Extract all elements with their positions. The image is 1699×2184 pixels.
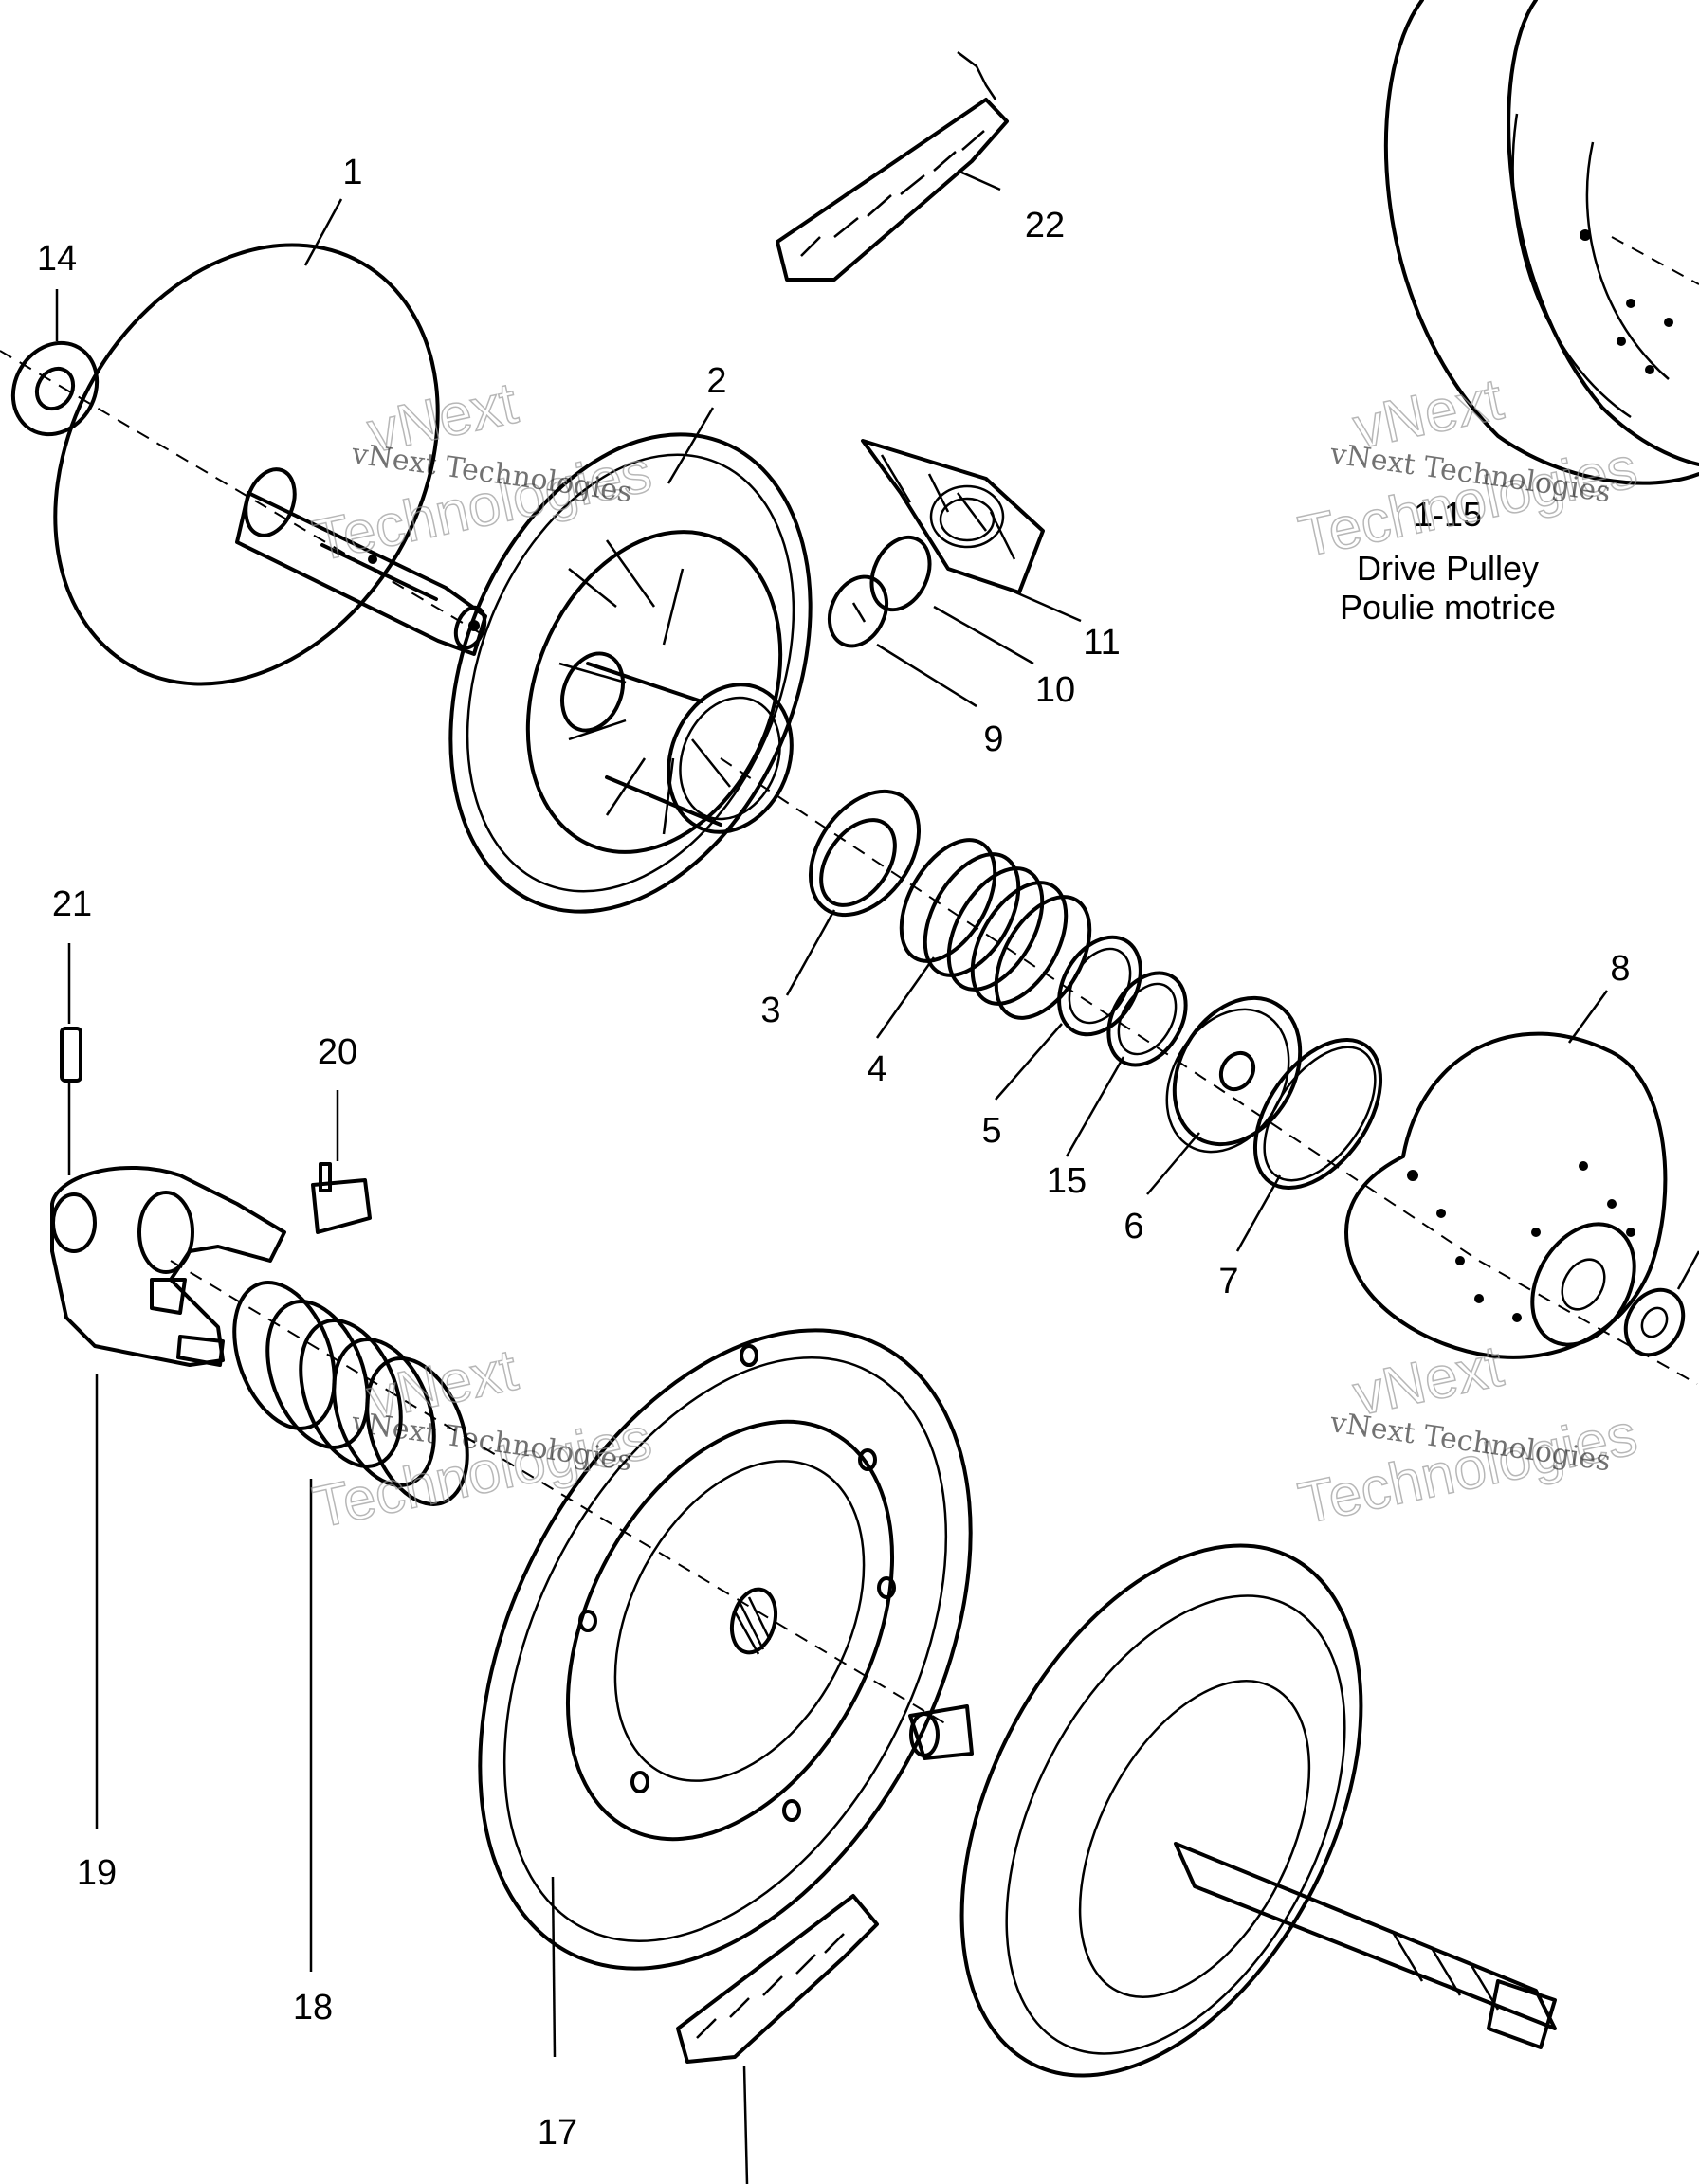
title-english: Drive Pulley (1357, 549, 1539, 588)
part-2-movable-sheave (448, 432, 813, 914)
part-22-slider-strip-lower (676, 1894, 879, 2064)
part-8-washer (1623, 1287, 1686, 1357)
callout-17: 17 (538, 2113, 577, 2153)
callout-19: 19 (77, 1853, 117, 1893)
title-french: Poulie motrice (1340, 588, 1556, 627)
part-20-slider (311, 1162, 372, 1234)
callout-3: 3 (760, 991, 780, 1030)
part-3-seal (808, 789, 922, 918)
callout-15: 15 (1047, 1161, 1087, 1201)
assembled-drive-pulley-illustration (1384, 0, 1699, 485)
assembly-axis-lines (0, 236, 1699, 1726)
part-11-cover (861, 439, 1045, 594)
title-range: 1-15 (1414, 495, 1482, 534)
callout-10: 10 (1035, 670, 1075, 710)
part-19-spider (50, 1166, 286, 1367)
part-17-pulley-shaft (908, 1543, 1557, 2078)
callout-22: 22 (1025, 206, 1065, 246)
part-21-pin (60, 1027, 82, 1083)
diagram-title-block: 1-15 Drive Pulley Poulie motrice (1340, 495, 1556, 627)
callout-7: 7 (1218, 1262, 1238, 1301)
callout-8: 8 (1610, 949, 1630, 989)
callout-1: 1 (342, 153, 362, 192)
callout-labels: 1 2 3 4 5 6 7 8 9 10 11 14 15 17 18 19 2… (37, 153, 1631, 2153)
callout-5: 5 (981, 1111, 1001, 1151)
callout-11: 11 (1083, 623, 1120, 663)
part-9-cap (827, 574, 889, 648)
callout-14: 14 (37, 239, 77, 279)
callout-18: 18 (293, 1988, 333, 2028)
leader-lines (55, 169, 1699, 2184)
part-14-washer (10, 340, 100, 437)
part-22-slider-strip (776, 51, 1009, 282)
callout-21: 21 (52, 884, 92, 924)
part-5-washer (1057, 935, 1142, 1037)
part-18-spring (232, 1281, 469, 1506)
part-10-disc (869, 535, 932, 612)
part-15-washer (1106, 971, 1188, 1067)
callout-9: 9 (983, 719, 1003, 759)
part-7-ring (1252, 1037, 1383, 1191)
callout-20: 20 (318, 1032, 357, 1072)
callout-2: 2 (706, 361, 726, 401)
callout-4: 4 (867, 1049, 886, 1089)
part-1-fixed-sheave (53, 243, 487, 686)
callout-6: 6 (1124, 1207, 1143, 1247)
part-8-governor-cup (1344, 1031, 1668, 1359)
